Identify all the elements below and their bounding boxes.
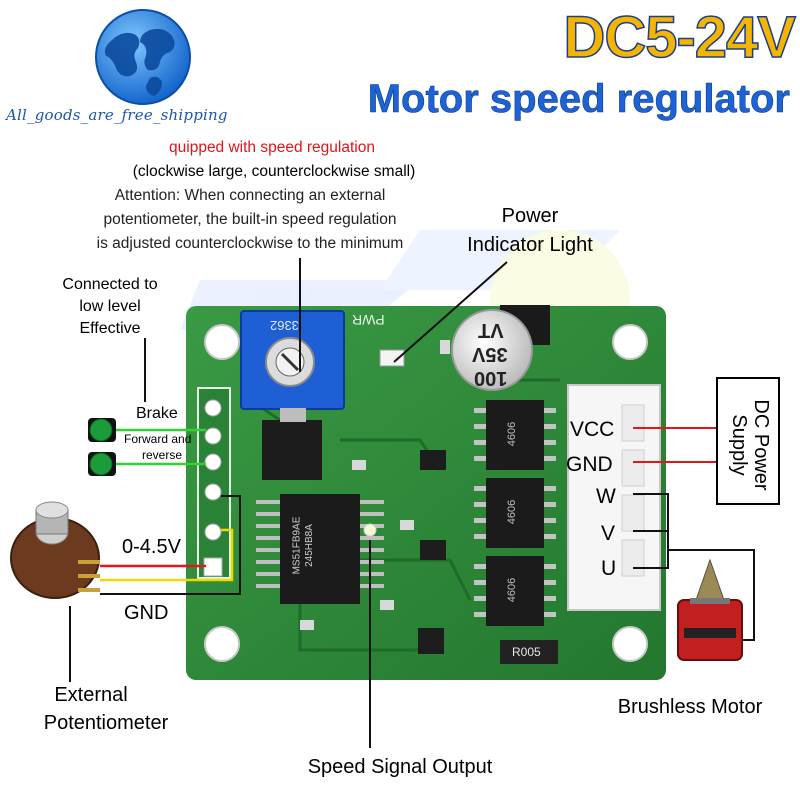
left-header-pins [197,387,231,579]
attention-note-1: Attention: When connecting an external [114,187,386,204]
power-indicator-label-2: Indicator Light [467,234,593,256]
mcu-marking-1: MS51FB9AE [291,516,303,575]
external-pot-label-1: External [54,684,128,706]
capacitor-marking-3: VT [478,319,504,341]
vcc-pin-label: VCC [570,418,615,441]
product-title: DC5-24V [563,4,797,71]
external-potentiometer [10,501,100,599]
wiring [100,427,755,641]
capacitor-marking-2: 35V [472,343,508,365]
resistor-marking: R005 [512,645,541,659]
capacitor [451,305,550,391]
brushless-motor-label: Brushless Motor [617,696,763,718]
callout-lines [69,258,508,748]
smd-components [300,340,450,654]
shop-tagline: All_goods_are_free_shipping [6,106,228,124]
brake-label: Brake [136,405,178,422]
speed-regulation-note: quipped with speed regulation [169,139,375,156]
brake-note-1: Connected to [62,276,158,293]
speed-signal-label: Speed Signal Output [307,756,493,778]
globe-logo [95,9,191,105]
mosfet-marking-3: 4606 [506,577,519,603]
attention-note-3: is adjusted counterclockwise to the mini… [96,235,404,252]
u-pin-label: U [601,557,617,580]
w-pin-label: W [596,485,616,508]
power-led [363,349,405,537]
direction-button [88,452,116,476]
mcu-marking-2: 245HB8A [303,524,315,567]
voltage-regulator [262,408,322,480]
brake-note-2: low level [79,298,141,315]
forward-reverse-label-2: reverse [142,448,183,462]
gnd-pin-label: GND [566,453,613,476]
external-pot-label-2: Potentiometer [43,712,169,734]
v-pin-label: V [601,522,616,545]
shunt-resistor [500,640,558,664]
mcu-chip [256,494,384,604]
brake-button [88,418,116,442]
pwr-silkscreen: PWR [352,312,385,328]
product-subtitle: Motor speed regulator [367,77,790,122]
mosfet-marking-2: 4606 [506,499,519,525]
gnd-left-label: GND [124,602,169,624]
mosfet-marking-1: 4606 [506,421,519,447]
trimmer-potentiometer [240,310,345,410]
dc-power-supply-label: DC Power Supply [728,399,772,491]
rotation-note: (clockwise large, counterclockwise small… [132,163,416,180]
power-indicator-label-1: Power [501,205,559,227]
dc-power-supply-box: DC Power Supply [716,377,780,505]
brushless-motor [677,558,743,661]
brake-note-3: Effective [79,320,141,337]
output-connector [567,384,661,611]
pot-code-marking: 3362 [270,318,299,333]
attention-note-2: potentiometer, the built-in speed regula… [103,211,397,228]
forward-reverse-label-1: Forward and [124,432,192,446]
mosfet-chips [474,400,556,626]
capacitor-marking-1: 100 [474,367,508,389]
voltage-label: 0-4.5V [122,536,181,558]
